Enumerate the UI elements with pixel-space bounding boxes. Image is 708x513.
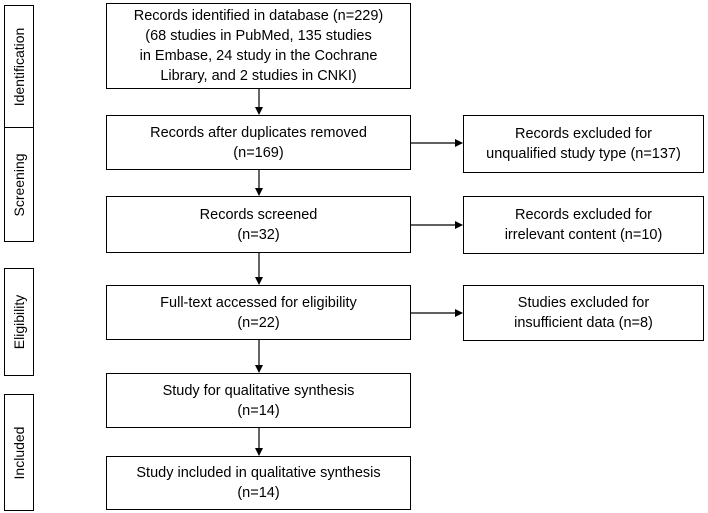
box-excluded-study-type: Records excluded for unqualified study t… (463, 115, 704, 173)
identified-line-1: Records identified in database (n=229) (133, 8, 384, 24)
identified-line-2: (68 studies in PubMed, 135 studies (145, 28, 372, 44)
qualitative-line-2: (n=14) (237, 402, 280, 419)
box-records-screened: Records screened (n=32) (106, 196, 411, 253)
excluded-content-line-2: irrelevant content (n=10) (504, 227, 663, 243)
box-records-identified: Records identified in database (n=229) (… (106, 3, 411, 89)
excluded-content-line-1: Records excluded for (514, 207, 652, 223)
identified-line-4: Library, and 2 studies in CNKI) (160, 68, 357, 84)
box-excluded-insufficient: Studies excluded for insufficient data (… (463, 285, 704, 341)
excluded-data-line-1: Studies excluded for (517, 295, 650, 311)
identified-line-3: in Embase, 24 study in the Cochrane (139, 48, 378, 64)
included-line-2: (n=14) (237, 485, 280, 501)
fulltext-line-1: Full-text accessed for eligibility (160, 294, 357, 311)
qualitative-line-1: Study for qualitative synthesis (162, 382, 355, 399)
excluded-type-line-1: Records excluded for (514, 126, 652, 142)
box-excluded-irrelevant: Records excluded for irrelevant content … (463, 196, 704, 254)
screened-line-1: Records screened (199, 206, 318, 223)
box-included-synthesis: Study included in qualitative synthesis … (106, 456, 411, 510)
stage-eligibility: Eligibility (4, 268, 34, 376)
fulltext-line-2: (n=22) (237, 314, 280, 331)
stage-screening: Screening (4, 127, 34, 242)
box-fulltext-eligibility: Full-text accessed for eligibility (n=22… (106, 285, 411, 340)
excluded-data-line-2: insufficient data (n=8) (514, 315, 653, 331)
duplicates-line-2: (n=169) (233, 144, 284, 161)
box-duplicates-removed: Records after duplicates removed (n=169) (106, 115, 411, 170)
box-qualitative-synthesis: Study for qualitative synthesis (n=14) (106, 373, 411, 428)
excluded-type-line-2: unqualified study type (n=137) (486, 146, 681, 162)
included-line-1: Study included in qualitative synthesis (136, 465, 381, 481)
stage-included: Included (4, 394, 34, 511)
screened-line-2: (n=32) (237, 226, 280, 243)
stage-identification: Identification (4, 5, 34, 129)
duplicates-line-1: Records after duplicates removed (150, 124, 367, 141)
